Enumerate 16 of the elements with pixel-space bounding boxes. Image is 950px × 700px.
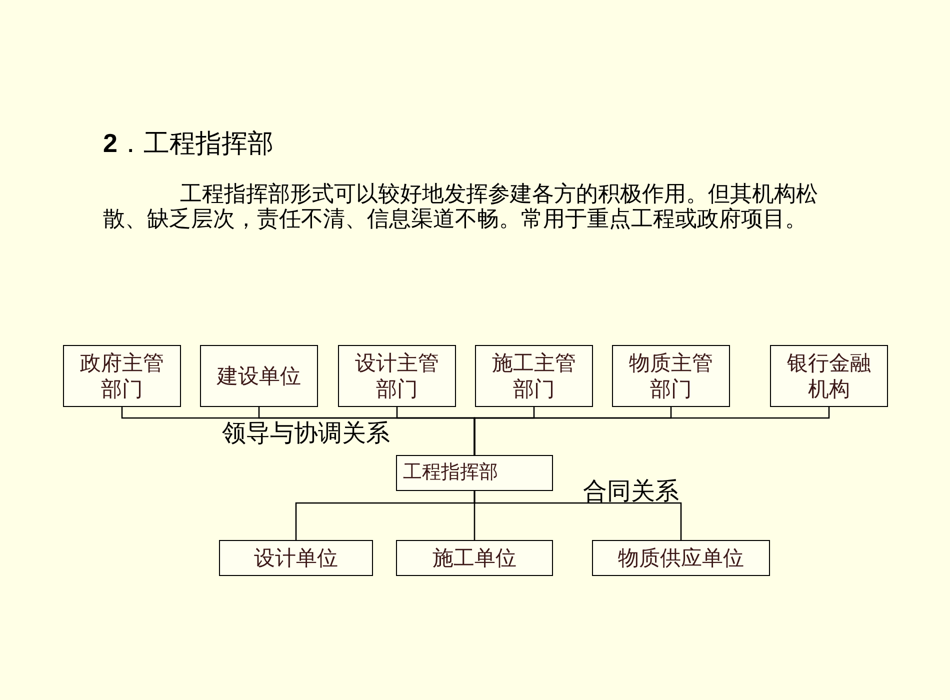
org-box: 工程指挥部 bbox=[396, 455, 553, 491]
org-box: 设计主管部门 bbox=[338, 345, 456, 407]
org-box: 物质供应单位 bbox=[592, 540, 770, 576]
connector-line bbox=[474, 491, 682, 540]
org-box: 建设单位 bbox=[200, 345, 318, 407]
org-box: 设计单位 bbox=[219, 540, 373, 576]
org-box: 物质主管部门 bbox=[612, 345, 730, 407]
org-box: 政府主管部门 bbox=[63, 345, 181, 407]
org-box: 施工主管部门 bbox=[475, 345, 593, 407]
description-paragraph: 工程指挥部形式可以较好地发挥参建各方的积极作用。但其机构松散、缺乏层次，责任不清、信息渠道不畅。常用于重点工程或政府项目。 bbox=[103, 182, 818, 233]
heading: 2．工程指挥部 bbox=[103, 127, 274, 160]
org-box: 银行金融机构 bbox=[770, 345, 888, 407]
org-box: 施工单位 bbox=[396, 540, 553, 576]
connector-line bbox=[474, 407, 830, 455]
relation-label: 合同关系 bbox=[583, 478, 680, 506]
relation-label: 领导与协调关系 bbox=[222, 420, 391, 448]
